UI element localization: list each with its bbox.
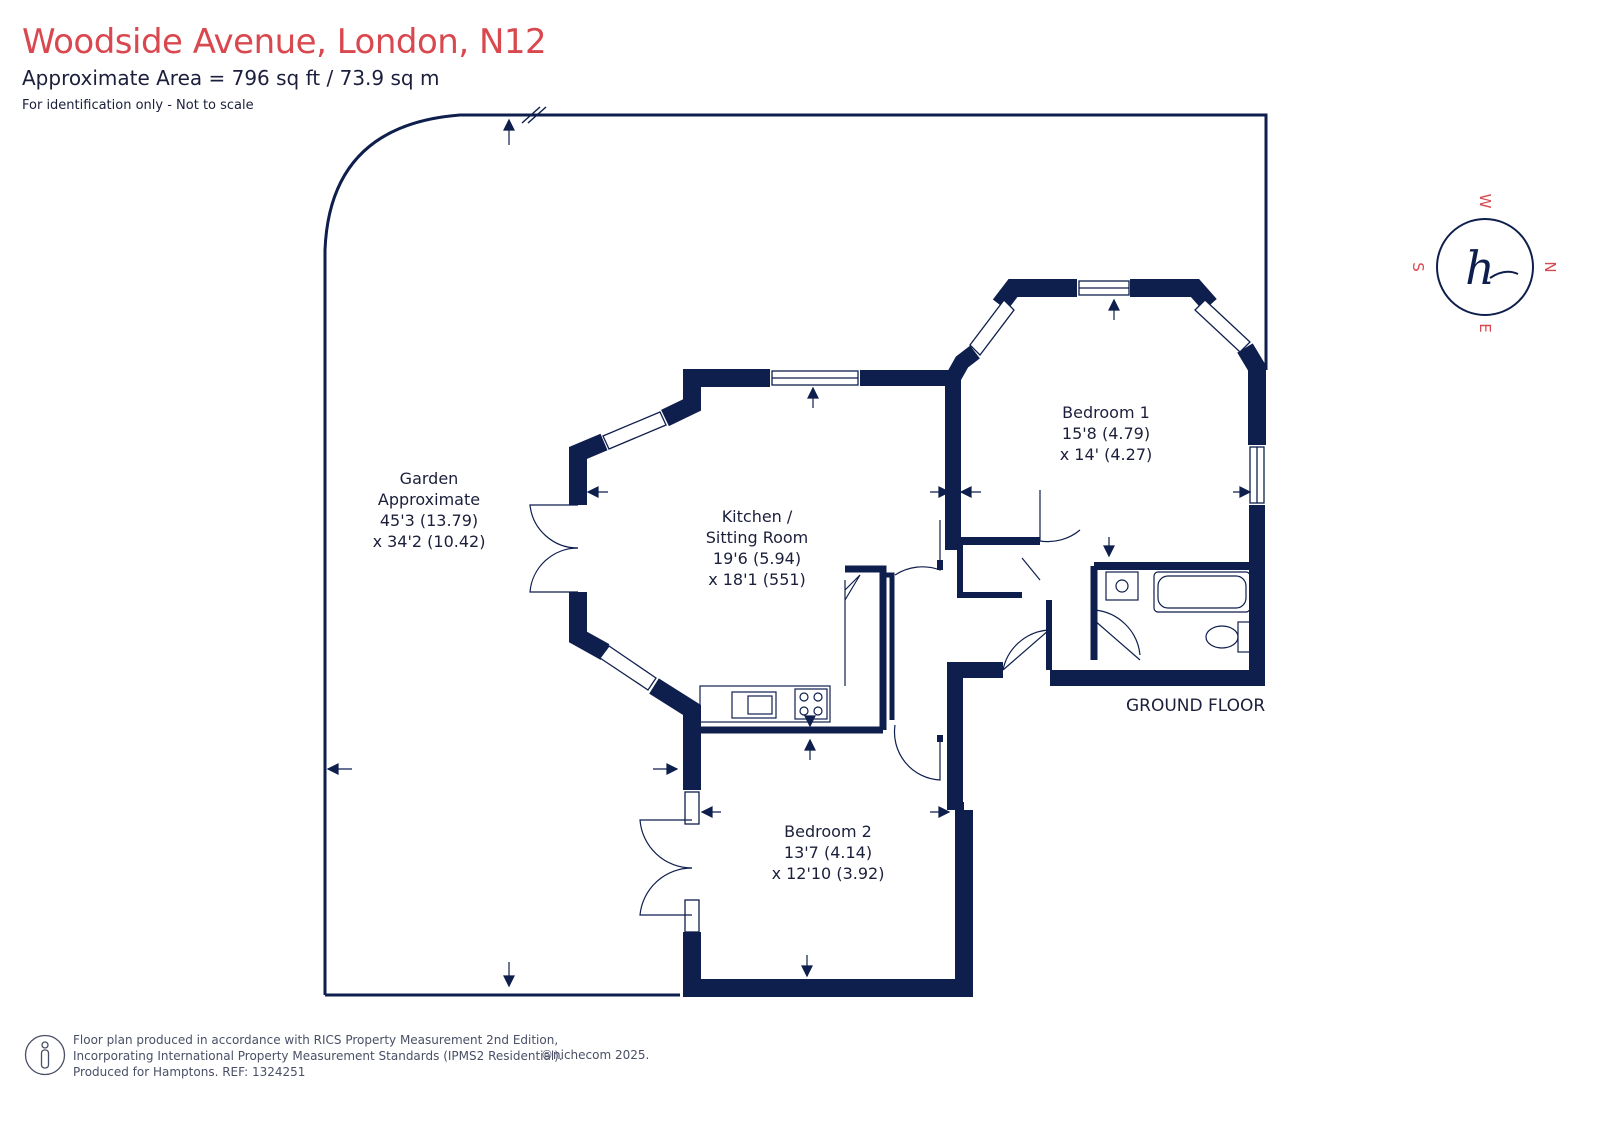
door-swing bbox=[1021, 557, 1041, 581]
toilet bbox=[1205, 625, 1239, 649]
fixtures bbox=[699, 571, 1253, 723]
window bbox=[602, 411, 667, 450]
door-swing bbox=[639, 819, 693, 869]
door-swing bbox=[894, 520, 941, 576]
bath bbox=[1153, 571, 1251, 613]
kitchen-wall bbox=[661, 369, 770, 427]
svg-text:Bedroom 1: Bedroom 1 bbox=[1062, 403, 1150, 422]
door-swing bbox=[529, 504, 579, 549]
hall-wall bbox=[957, 541, 1022, 598]
footer-line: Produced for Hamptons. REF: 1324251 bbox=[73, 1065, 306, 1079]
garden-boundary bbox=[323, 106, 1268, 997]
kitchen-inner-wall bbox=[845, 565, 887, 730]
svg-text:x 12'10 (3.92): x 12'10 (3.92) bbox=[772, 864, 885, 883]
svg-text:Kitchen /: Kitchen / bbox=[722, 507, 793, 526]
approximate-area: Approximate Area = 796 sq ft / 73.9 sq m bbox=[22, 66, 440, 90]
room-label-bedroom2: Bedroom 2 13'7 (4.14) x 12'10 (3.92) bbox=[772, 822, 885, 883]
kitchen-sink bbox=[731, 691, 777, 719]
hall-wall bbox=[885, 572, 895, 720]
hob bbox=[794, 688, 828, 720]
bedroom1-wall bbox=[946, 345, 980, 382]
window bbox=[684, 791, 700, 825]
basin bbox=[1105, 571, 1139, 601]
svg-text:x 18'1 (551): x 18'1 (551) bbox=[708, 570, 806, 589]
compass-s: S bbox=[1409, 262, 1427, 272]
bedroom1-wall bbox=[1237, 343, 1266, 445]
windows bbox=[599, 280, 1265, 933]
footer-line: Incorporating International Property Mea… bbox=[73, 1049, 563, 1063]
window bbox=[599, 645, 657, 691]
window bbox=[969, 299, 1015, 356]
rics-person-icon bbox=[24, 1034, 66, 1076]
window bbox=[684, 899, 700, 933]
door-swing bbox=[1093, 619, 1141, 661]
compass-w: W bbox=[1476, 194, 1494, 209]
compass-icon: h W E S N bbox=[1409, 194, 1559, 333]
kitchen-wall bbox=[649, 678, 701, 780]
bedroom2-wall bbox=[683, 810, 973, 997]
room-label-kitchen: Kitchen / Sitting Room 19'6 (5.94) x 18'… bbox=[706, 507, 809, 589]
kitchen-wall bbox=[860, 370, 961, 550]
scale-note: For identification only - Not to scale bbox=[22, 98, 254, 113]
dimension-arrows bbox=[326, 118, 1252, 988]
svg-text:x 34'2 (10.42): x 34'2 (10.42) bbox=[373, 532, 486, 551]
kitchen-counter bbox=[699, 685, 831, 723]
svg-text:45'3 (13.79): 45'3 (13.79) bbox=[380, 511, 478, 530]
kitchen-wall bbox=[569, 592, 610, 660]
floor-label: GROUND FLOOR bbox=[1126, 696, 1265, 716]
svg-text:x 14' (4.27): x 14' (4.27) bbox=[1060, 445, 1153, 464]
svg-text:13'7 (4.14): 13'7 (4.14) bbox=[784, 843, 872, 862]
hall-wall bbox=[947, 662, 1003, 810]
page-title: Woodside Avenue, London, N12 bbox=[22, 22, 547, 62]
room-label-bedroom1: Bedroom 1 15'8 (4.79) x 14' (4.27) bbox=[1060, 403, 1153, 464]
copyright: ©nichecom 2025. bbox=[541, 1048, 650, 1062]
door-swing bbox=[1093, 609, 1141, 656]
compass-e: E bbox=[1476, 323, 1494, 332]
door-swing bbox=[639, 867, 693, 916]
bedroom1-wall bbox=[1130, 279, 1217, 311]
footer-line: Floor plan produced in accordance with R… bbox=[73, 1033, 559, 1047]
door-swing bbox=[844, 574, 861, 601]
svg-text:Sitting Room: Sitting Room bbox=[706, 528, 809, 547]
svg-text:Approximate: Approximate bbox=[378, 490, 480, 509]
bedroom1-wall bbox=[992, 279, 1077, 311]
room-label-garden: Garden Approximate 45'3 (13.79) x 34'2 (… bbox=[373, 469, 486, 551]
door-swing bbox=[1002, 629, 1051, 671]
walls bbox=[569, 279, 1266, 997]
compass-logo: h bbox=[1465, 241, 1495, 295]
svg-text:Garden: Garden bbox=[400, 469, 459, 488]
svg-text:Bedroom 2: Bedroom 2 bbox=[784, 822, 872, 841]
door-swing bbox=[529, 547, 579, 593]
footer-text: Floor plan produced in accordance with R… bbox=[73, 1032, 563, 1080]
kitchen-wall bbox=[569, 433, 608, 505]
compass-n: N bbox=[1541, 261, 1559, 272]
doors bbox=[529, 490, 1141, 916]
svg-text:15'8 (4.79): 15'8 (4.79) bbox=[1062, 424, 1150, 443]
svg-text:19'6 (5.94): 19'6 (5.94) bbox=[713, 549, 801, 568]
door-swing bbox=[1039, 490, 1081, 543]
window bbox=[1194, 299, 1251, 353]
door-swing bbox=[893, 724, 941, 781]
